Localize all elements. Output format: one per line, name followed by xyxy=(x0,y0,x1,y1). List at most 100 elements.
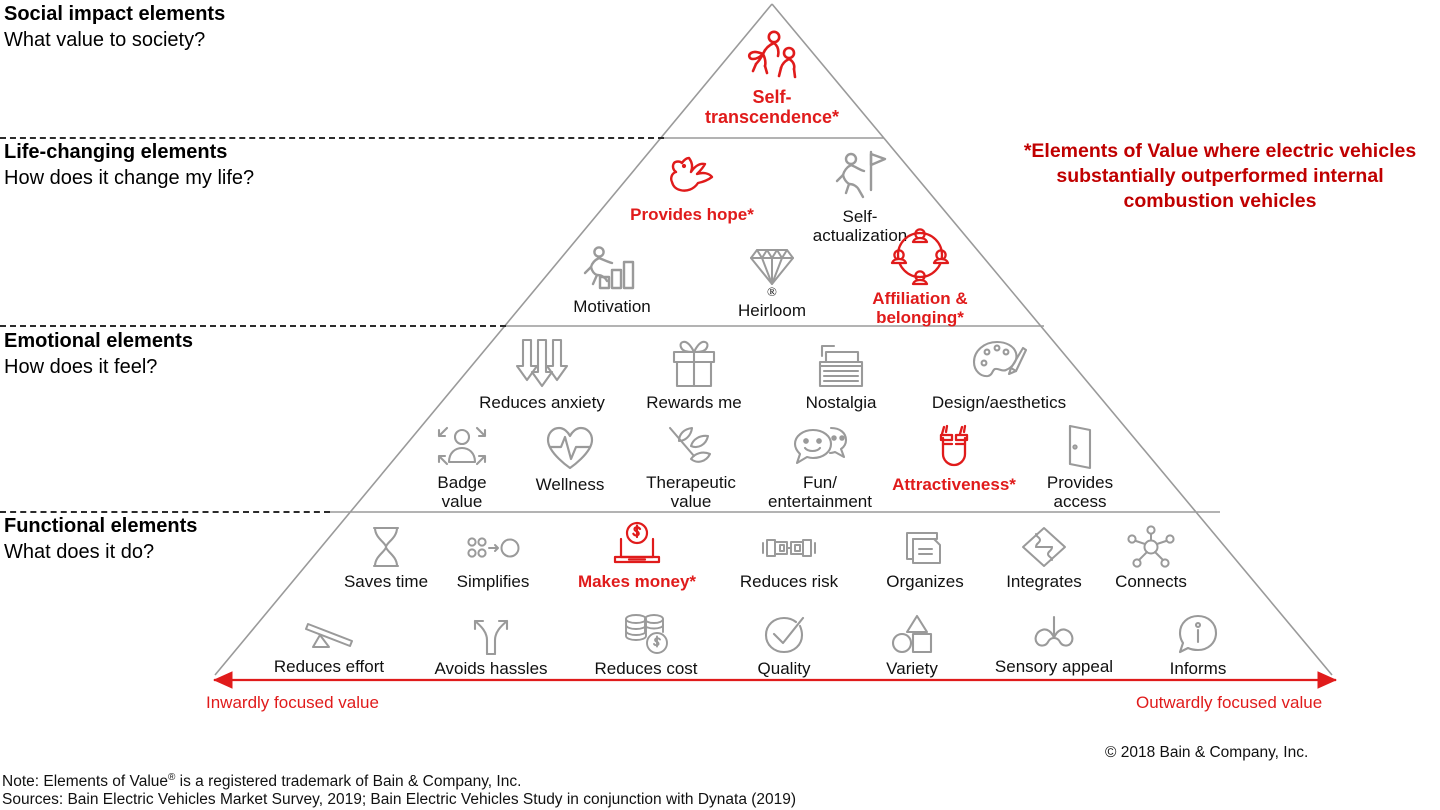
tier-question: How does it change my life? xyxy=(4,167,255,189)
element-label: Design/aesthetics xyxy=(931,393,1067,412)
axis-label-inward: Inwardly focused value xyxy=(206,693,379,712)
connector-icon xyxy=(759,525,819,569)
element-organizes[interactable]: Organizes xyxy=(872,525,978,591)
coins-dollar-icon xyxy=(621,612,671,656)
element-label: Saves time xyxy=(343,572,429,591)
element-label: Fun/ entertainment xyxy=(768,473,872,511)
nose-icon xyxy=(1029,614,1079,654)
element-self-transcendence[interactable]: Self- transcendence* xyxy=(702,28,842,127)
figure-bars-icon xyxy=(583,244,641,294)
element-design-aesthetics[interactable]: Design/aesthetics xyxy=(922,338,1076,412)
tier-heading: Emotional elements xyxy=(4,330,193,352)
element-heirloom[interactable]: ® Heirloom xyxy=(716,244,828,320)
element-label: Therapeutic value xyxy=(646,473,736,511)
focus-axis-arrow xyxy=(212,671,1338,689)
lever-icon xyxy=(300,616,358,654)
heart-pulse-icon xyxy=(544,424,596,472)
tier-label-emotional: Emotional elements How does it feel? xyxy=(4,329,193,380)
note-suffix: is a registered trademark of Bain & Comp… xyxy=(175,773,522,791)
note-text: Note: Elements of Value® is a registered… xyxy=(2,772,521,791)
element-wellness[interactable]: Wellness xyxy=(522,424,618,494)
element-connects[interactable]: Connects xyxy=(1098,525,1204,591)
gift-icon xyxy=(667,338,721,390)
element-makes-money[interactable]: Makes money* xyxy=(562,521,712,591)
people-circle-icon xyxy=(889,224,951,286)
element-motivation[interactable]: Motivation xyxy=(548,244,676,316)
tier-question: What value to society? xyxy=(4,29,206,51)
registered-mark: ® xyxy=(168,772,176,783)
element-provides-access[interactable]: Provides access xyxy=(1030,424,1130,511)
element-label: Self- transcendence* xyxy=(704,87,840,127)
element-label: Affiliation & belonging* xyxy=(872,289,968,327)
network-nodes-icon xyxy=(1126,525,1176,569)
divider-emotional xyxy=(0,511,330,513)
two-figures-icon xyxy=(743,28,801,84)
tier-heading: Life-changing elements xyxy=(4,141,228,163)
element-label: Reduces anxiety xyxy=(479,393,605,412)
tier-label-social: Social impact elements What value to soc… xyxy=(4,2,225,53)
element-label: Simplifies xyxy=(456,572,530,591)
element-reduces-risk[interactable]: Reduces risk xyxy=(730,525,848,591)
element-label: Attractiveness* xyxy=(892,475,1016,494)
tier-heading: Functional elements xyxy=(4,515,198,537)
element-fun-entertainment[interactable]: Fun/ entertainment xyxy=(752,424,888,511)
element-attractiveness[interactable]: Attractiveness* xyxy=(886,424,1022,494)
fork-arrows-icon xyxy=(467,612,515,656)
element-rewards-me[interactable]: Rewards me xyxy=(632,338,756,412)
figure-flag-icon xyxy=(833,148,887,204)
element-label: Provides access xyxy=(1046,473,1114,511)
down-arrows-icon xyxy=(513,338,571,390)
element-label: Self- actualization xyxy=(812,207,908,245)
svg-text:®: ® xyxy=(767,284,777,298)
sources-text: Sources: Bain Electric Vehicles Market S… xyxy=(2,791,797,808)
palette-icon xyxy=(971,338,1028,390)
element-label: Reduces risk xyxy=(739,572,839,591)
tier-label-functional: Functional elements What does it do? xyxy=(4,514,197,565)
tier-heading: Social impact elements xyxy=(4,3,226,25)
folder-lines-icon xyxy=(902,525,948,569)
door-icon xyxy=(1058,424,1102,470)
element-reduces-anxiety[interactable]: Reduces anxiety xyxy=(472,338,612,412)
element-label: Motivation xyxy=(573,297,651,316)
highlight-legend-callout: *Elements of Value where electric vehicl… xyxy=(1023,140,1417,212)
element-provides-hope[interactable]: Provides hope* xyxy=(622,152,762,224)
leaf-icon xyxy=(664,424,718,470)
element-affiliation-belonging[interactable]: Affiliation & belonging* xyxy=(856,224,984,327)
smiley-chat-icon xyxy=(791,424,849,470)
element-saves-time[interactable]: Saves time xyxy=(332,525,440,591)
element-self-actualization[interactable]: Self- actualization xyxy=(790,148,930,245)
copyright-text: © 2018 Bain & Company, Inc. xyxy=(1105,744,1309,761)
puzzle-diamond-icon xyxy=(1020,525,1068,569)
tier-label-life-changing: Life-changing elements How does it chang… xyxy=(4,140,254,191)
element-simplifies[interactable]: Simplifies xyxy=(442,525,544,591)
axis-label-outward: Outwardly focused value xyxy=(1136,693,1323,712)
note-prefix: Note: Elements of Value xyxy=(2,773,168,791)
dots-to-circle-icon xyxy=(465,525,521,569)
element-label: Wellness xyxy=(535,475,605,494)
element-label: Makes money* xyxy=(577,572,697,591)
diamond-icon: ® xyxy=(743,244,801,299)
element-label: Connects xyxy=(1115,572,1187,591)
element-label: Integrates xyxy=(1006,572,1082,591)
person-arrows-icon xyxy=(435,424,489,470)
element-label: Heirloom xyxy=(737,301,807,320)
laptop-dollar-icon xyxy=(609,521,665,569)
element-label: Organizes xyxy=(886,572,964,591)
dove-icon xyxy=(664,152,720,202)
element-badge-value[interactable]: Badge value xyxy=(412,424,512,511)
magnet-icon xyxy=(930,424,978,472)
tier-question: What does it do? xyxy=(4,541,155,563)
check-circle-icon xyxy=(762,612,806,656)
element-integrates[interactable]: Integrates xyxy=(988,525,1100,591)
element-therapeutic-value[interactable]: Therapeutic value xyxy=(628,424,754,511)
hourglass-icon xyxy=(367,525,405,569)
typewriter-icon xyxy=(814,340,868,390)
divider-social xyxy=(0,137,664,139)
info-speech-icon xyxy=(1176,612,1220,656)
shapes-icon xyxy=(890,612,934,656)
element-label: Nostalgia xyxy=(805,393,877,412)
element-nostalgia[interactable]: Nostalgia xyxy=(786,340,896,412)
tier-question: How does it feel? xyxy=(4,356,158,378)
